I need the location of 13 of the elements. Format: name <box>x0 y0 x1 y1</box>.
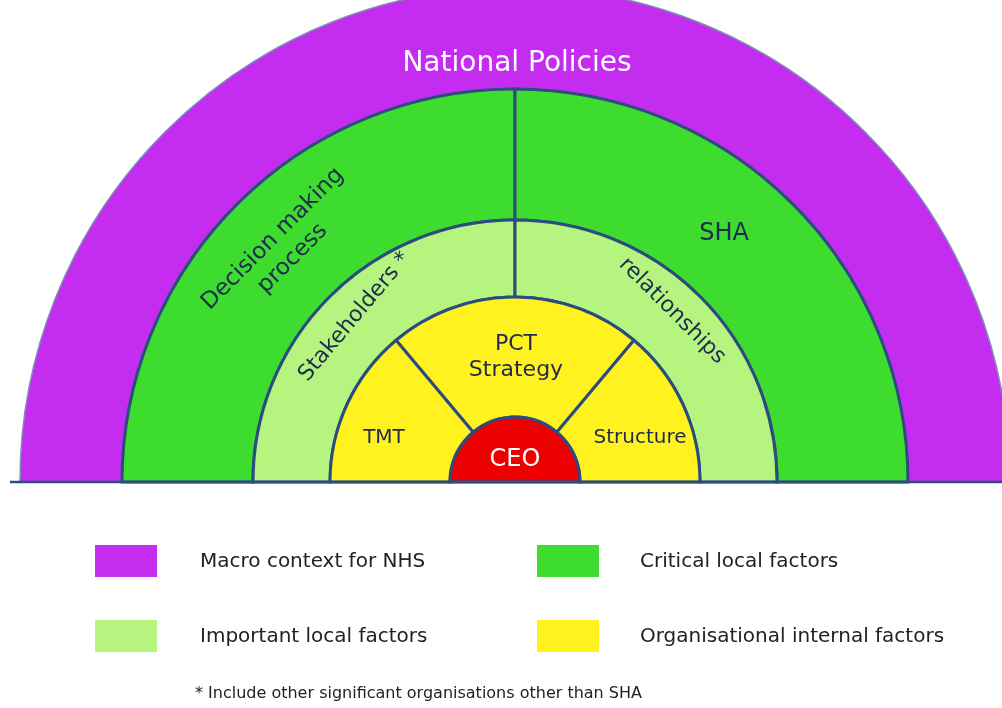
legend-label: Critical local factors <box>640 548 839 572</box>
region-label: SHA <box>699 217 749 247</box>
region-label: Structure <box>593 424 687 448</box>
legend-label: Important local factors <box>200 623 428 647</box>
legend-label: Macro context for NHS <box>200 548 426 572</box>
outer-band <box>19 0 1002 483</box>
region-label: CEO <box>489 443 541 473</box>
region-label: PCT Strategy <box>467 329 565 383</box>
band-title: National Policies <box>402 45 632 79</box>
legend-label: Organisational internal factors <box>640 623 945 647</box>
region-label: TMT <box>363 424 405 448</box>
footnote: * Include other significant organisations other than SHA <box>195 683 642 702</box>
center-semicircle <box>448 415 582 484</box>
